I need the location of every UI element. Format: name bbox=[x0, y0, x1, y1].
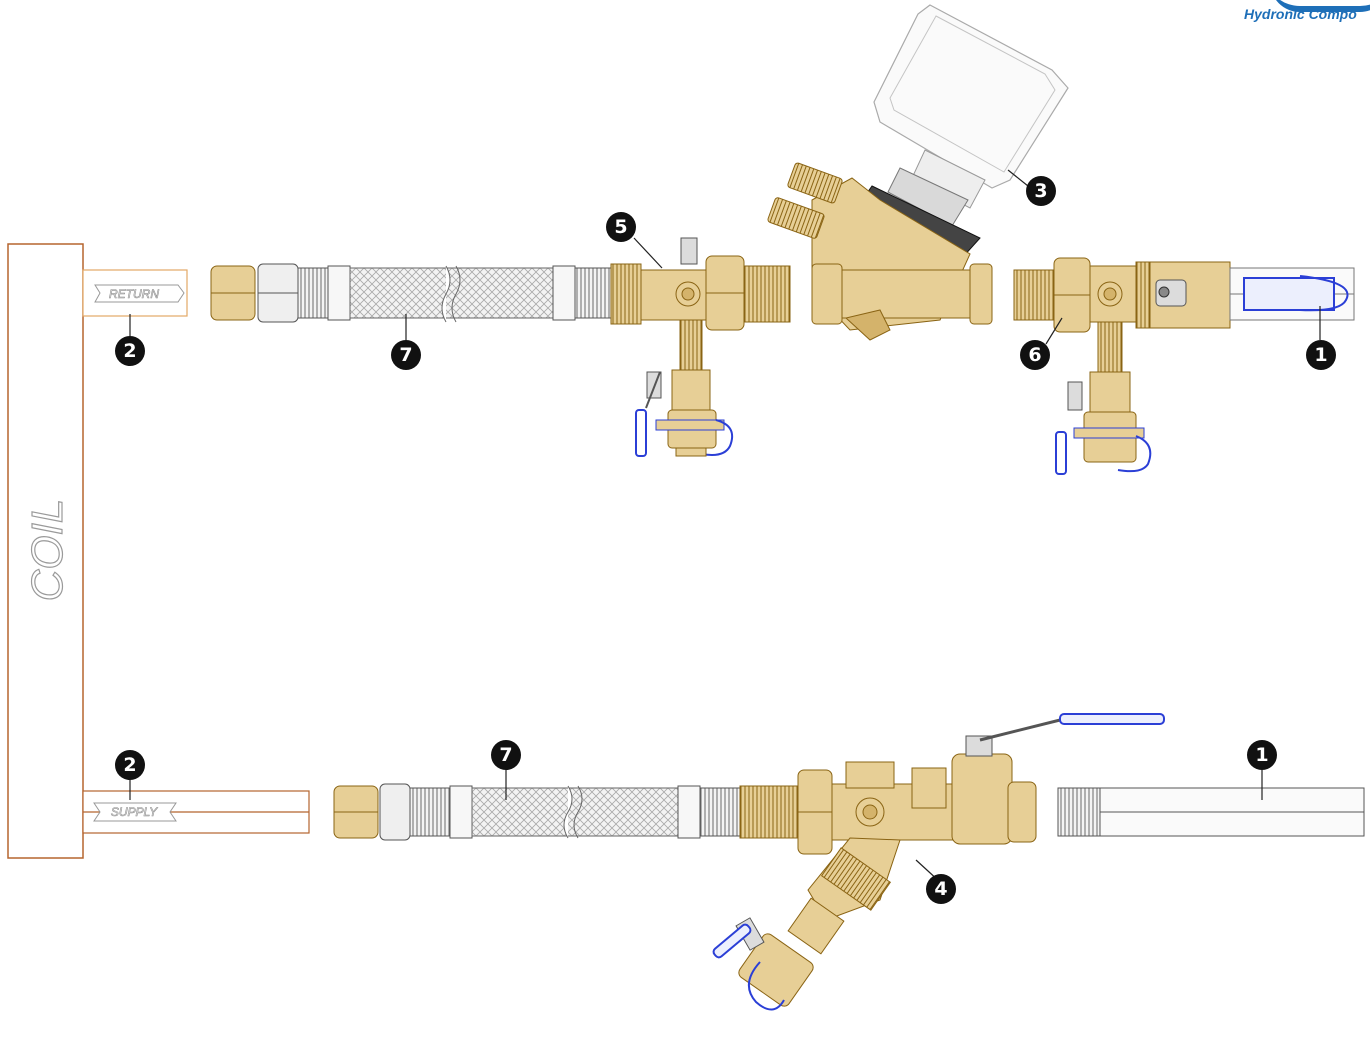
balancing-valve-with-actuator bbox=[767, 4, 1069, 341]
callout-1: 1 bbox=[1306, 340, 1336, 370]
supply-side-union-tee bbox=[1013, 257, 1231, 475]
return-label: RETURN bbox=[109, 287, 159, 301]
callout-4: 4 bbox=[926, 874, 956, 904]
callout-3: 3 bbox=[1026, 176, 1056, 206]
coil-block: COIL bbox=[7, 243, 84, 859]
callout-2: 2 bbox=[115, 750, 145, 780]
callout-5: 5 bbox=[606, 212, 636, 242]
supply-flex-hose bbox=[333, 783, 741, 841]
supply-pipe-nipple bbox=[1057, 787, 1365, 837]
brand-logo: Hydronic Compo bbox=[1230, 0, 1370, 40]
supply-label: SUPPLY bbox=[111, 805, 158, 819]
supply-pipe-stub: SUPPLY bbox=[82, 790, 310, 834]
brand-logo-mark bbox=[1270, 0, 1370, 12]
callout-6: 6 bbox=[1020, 340, 1050, 370]
coil-label: COIL bbox=[23, 499, 72, 602]
brand-logo-text: Hydronic Compo bbox=[1244, 6, 1357, 22]
return-isolation-valve bbox=[1229, 267, 1355, 321]
callout-1: 1 bbox=[1247, 740, 1277, 770]
callout-7: 7 bbox=[491, 740, 521, 770]
callout-7: 7 bbox=[391, 340, 421, 370]
return-union-tee-valve bbox=[610, 237, 791, 457]
return-flex-hose bbox=[210, 263, 612, 323]
return-pipe-stub: RETURN bbox=[82, 269, 188, 317]
supply-y-strainer-valve bbox=[712, 713, 1165, 1011]
callout-2: 2 bbox=[115, 336, 145, 366]
